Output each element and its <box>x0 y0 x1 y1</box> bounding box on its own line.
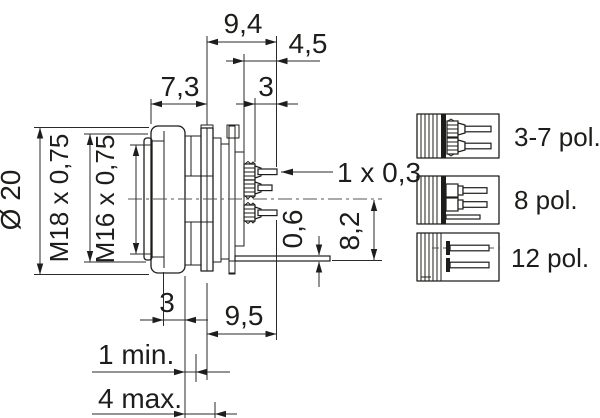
svg-text:1 min.: 1 min. <box>98 339 174 370</box>
svg-text:4 max.: 4 max. <box>98 383 182 414</box>
locating-leg <box>228 260 236 275</box>
variant-label-8-pol: 8 pol. <box>514 185 578 215</box>
dim-7-3: 7,3 <box>151 71 207 108</box>
dim-diameter: Ø 20 <box>0 127 44 275</box>
connector-side-view <box>128 124 382 275</box>
svg-text:3: 3 <box>258 71 274 102</box>
svg-text:8,2: 8,2 <box>334 212 365 251</box>
variant-label-3-7-pol: 3-7 pol. <box>514 122 600 152</box>
dim-9-4: 9,4 <box>207 8 277 46</box>
variant-icon-3-7-pol <box>416 113 500 159</box>
dim-3-bottom: 3 <box>140 287 208 324</box>
variant-icon-8-pol <box>416 175 500 225</box>
svg-text:1 x 0,3: 1 x 0,3 <box>337 157 421 188</box>
body-upper-block <box>184 135 202 177</box>
mount-block-tab <box>200 124 214 129</box>
locating-lug <box>234 255 331 262</box>
body-lower-block <box>184 221 202 266</box>
variant-label-12-pol: 12 pol. <box>511 243 589 273</box>
dim-wire-cross-section: 1 x 0,3 <box>281 157 421 188</box>
svg-text:9,5: 9,5 <box>225 300 264 331</box>
rear-strip-1 <box>212 137 222 263</box>
dim-m18-thread: M18 x 0,75 <box>44 134 94 263</box>
dim-4-5: 4,5 <box>226 28 328 65</box>
rear-top-tab <box>226 124 240 139</box>
svg-text:Ø 20: Ø 20 <box>0 170 26 231</box>
flange-body <box>150 125 186 274</box>
rear-strip-2 <box>220 143 230 260</box>
solder-contact-row-2 <box>243 179 273 199</box>
extension-lines <box>34 36 382 418</box>
svg-text:M16 x 0,75: M16 x 0,75 <box>90 135 120 264</box>
svg-text:M18 x 0,75: M18 x 0,75 <box>44 134 74 263</box>
svg-text:9,4: 9,4 <box>224 8 263 39</box>
variant-icon-12-pol <box>416 232 500 282</box>
rear-plate <box>228 125 236 274</box>
flange-steps <box>152 140 164 258</box>
solder-contact-row-1 <box>243 161 278 183</box>
solder-contact-row-3 <box>243 202 278 224</box>
svg-text:7,3: 7,3 <box>161 71 200 102</box>
dim-4-max: 4 max. <box>92 383 237 418</box>
dim-9-5: 9,5 <box>207 300 277 338</box>
svg-text:0,6: 0,6 <box>277 210 308 249</box>
dim-0-6: 0,6 <box>277 210 323 287</box>
front-lip <box>143 137 153 261</box>
dim-1-min: 1 min. <box>92 339 230 376</box>
svg-text:3: 3 <box>159 287 175 318</box>
dim-3-top: 3 <box>236 71 298 108</box>
svg-text:4,5: 4,5 <box>289 28 328 59</box>
dim-m16-thread: M16 x 0,75 <box>90 135 140 264</box>
dim-8-2: 8,2 <box>334 200 378 260</box>
